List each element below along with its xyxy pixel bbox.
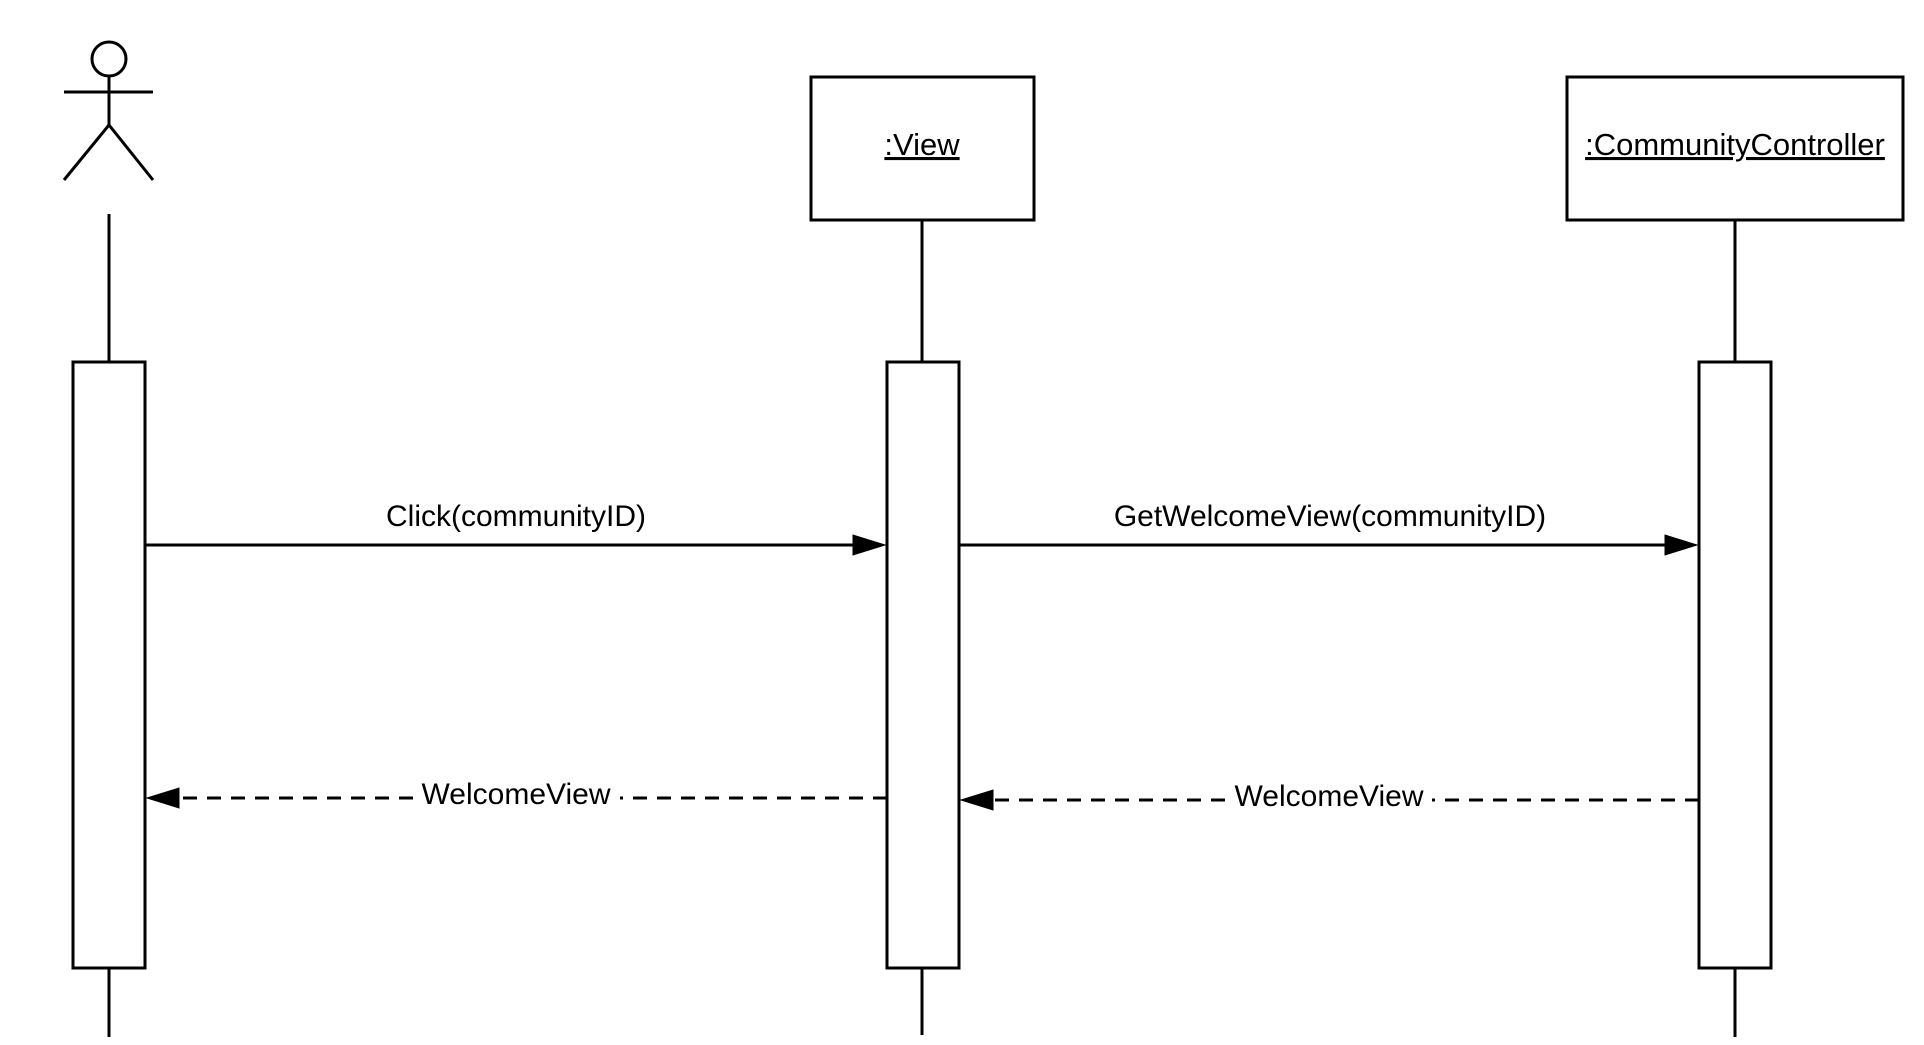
view-object-label: :View: [884, 127, 960, 162]
message-return-controller-label: WelcomeView: [1235, 780, 1424, 813]
message-return-controller: WelcomeView: [959, 780, 1699, 813]
controller-object-label: :CommunityController: [1585, 127, 1885, 162]
message-click: Click(communityID): [145, 500, 887, 556]
message-get-welcome-view-label: GetWelcomeView(communityID): [1114, 500, 1546, 533]
message-get-welcome-view-arrowhead: [1664, 534, 1699, 556]
view-activation: [885, 360, 961, 970]
message-return-view-arrowhead: [145, 787, 180, 809]
actor-activation: [71, 360, 147, 970]
message-return-controller-arrowhead: [959, 789, 994, 811]
actor-left-leg: [62, 124, 111, 181]
message-get-welcome-view: GetWelcomeView(communityID): [959, 500, 1699, 556]
actor-figure: [62, 40, 155, 181]
message-click-arrowhead: [852, 534, 887, 556]
actor-head: [90, 40, 128, 78]
controller-object: :CommunityController: [1565, 75, 1905, 222]
message-return-view: WelcomeView: [145, 778, 887, 811]
controller-activation: [1697, 360, 1773, 970]
message-click-label: Click(communityID): [386, 500, 646, 533]
view-object: :View: [809, 75, 1036, 222]
message-return-view-label: WelcomeView: [422, 778, 611, 811]
view-object-box: [809, 75, 1036, 222]
controller-object-box: [1565, 75, 1905, 222]
actor-right-leg: [107, 124, 155, 181]
